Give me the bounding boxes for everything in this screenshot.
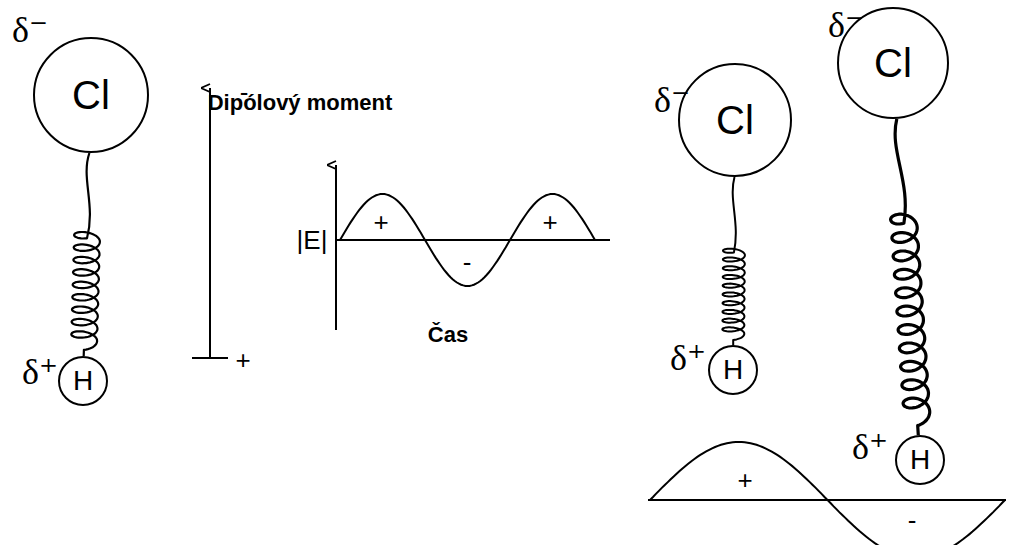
polarity-sign: + bbox=[737, 467, 752, 493]
polarity-sign: - bbox=[240, 79, 249, 105]
hydrogen-atom: H bbox=[58, 356, 108, 406]
dipole-arrow bbox=[209, 88, 211, 358]
dipole-base-tick bbox=[192, 357, 228, 359]
partial-charge: δ⁺ bbox=[670, 340, 706, 376]
axis-title: Čas bbox=[428, 324, 468, 346]
polarity-sign: - bbox=[908, 507, 917, 533]
polarity-sign: - bbox=[463, 249, 472, 275]
atom-symbol: Cl bbox=[716, 100, 754, 140]
partial-charge: δ⁺ bbox=[22, 354, 58, 390]
atom-symbol: H bbox=[723, 356, 743, 384]
polarity-sign: + bbox=[542, 209, 557, 235]
chlorine-atom: Cl bbox=[678, 63, 792, 177]
atom-symbol: Cl bbox=[72, 75, 110, 115]
field-wave bbox=[650, 442, 1005, 545]
field-wave bbox=[340, 194, 595, 286]
axis-title: Dipólový moment bbox=[208, 92, 393, 114]
partial-charge: δ⁻ bbox=[654, 82, 690, 118]
polarity-sign: + bbox=[235, 347, 250, 373]
bond-spring bbox=[891, 119, 930, 435]
y-axis bbox=[335, 165, 337, 330]
hydrogen-atom: H bbox=[708, 345, 758, 395]
polarity-sign: + bbox=[373, 209, 388, 235]
hydrogen-atom: H bbox=[895, 435, 945, 485]
time-axis bbox=[336, 239, 610, 241]
chlorine-atom: Cl bbox=[33, 37, 149, 153]
bond-spring bbox=[71, 153, 100, 356]
partial-charge: δ⁻ bbox=[828, 7, 864, 43]
atom-symbol: H bbox=[910, 446, 930, 474]
bond-spring bbox=[722, 177, 745, 345]
atom-symbol: Cl bbox=[874, 43, 912, 83]
partial-charge: δ⁺ bbox=[852, 429, 888, 465]
atom-symbol: H bbox=[73, 367, 93, 395]
partial-charge: δ⁻ bbox=[12, 12, 48, 48]
axis-label: |E| bbox=[297, 227, 328, 253]
